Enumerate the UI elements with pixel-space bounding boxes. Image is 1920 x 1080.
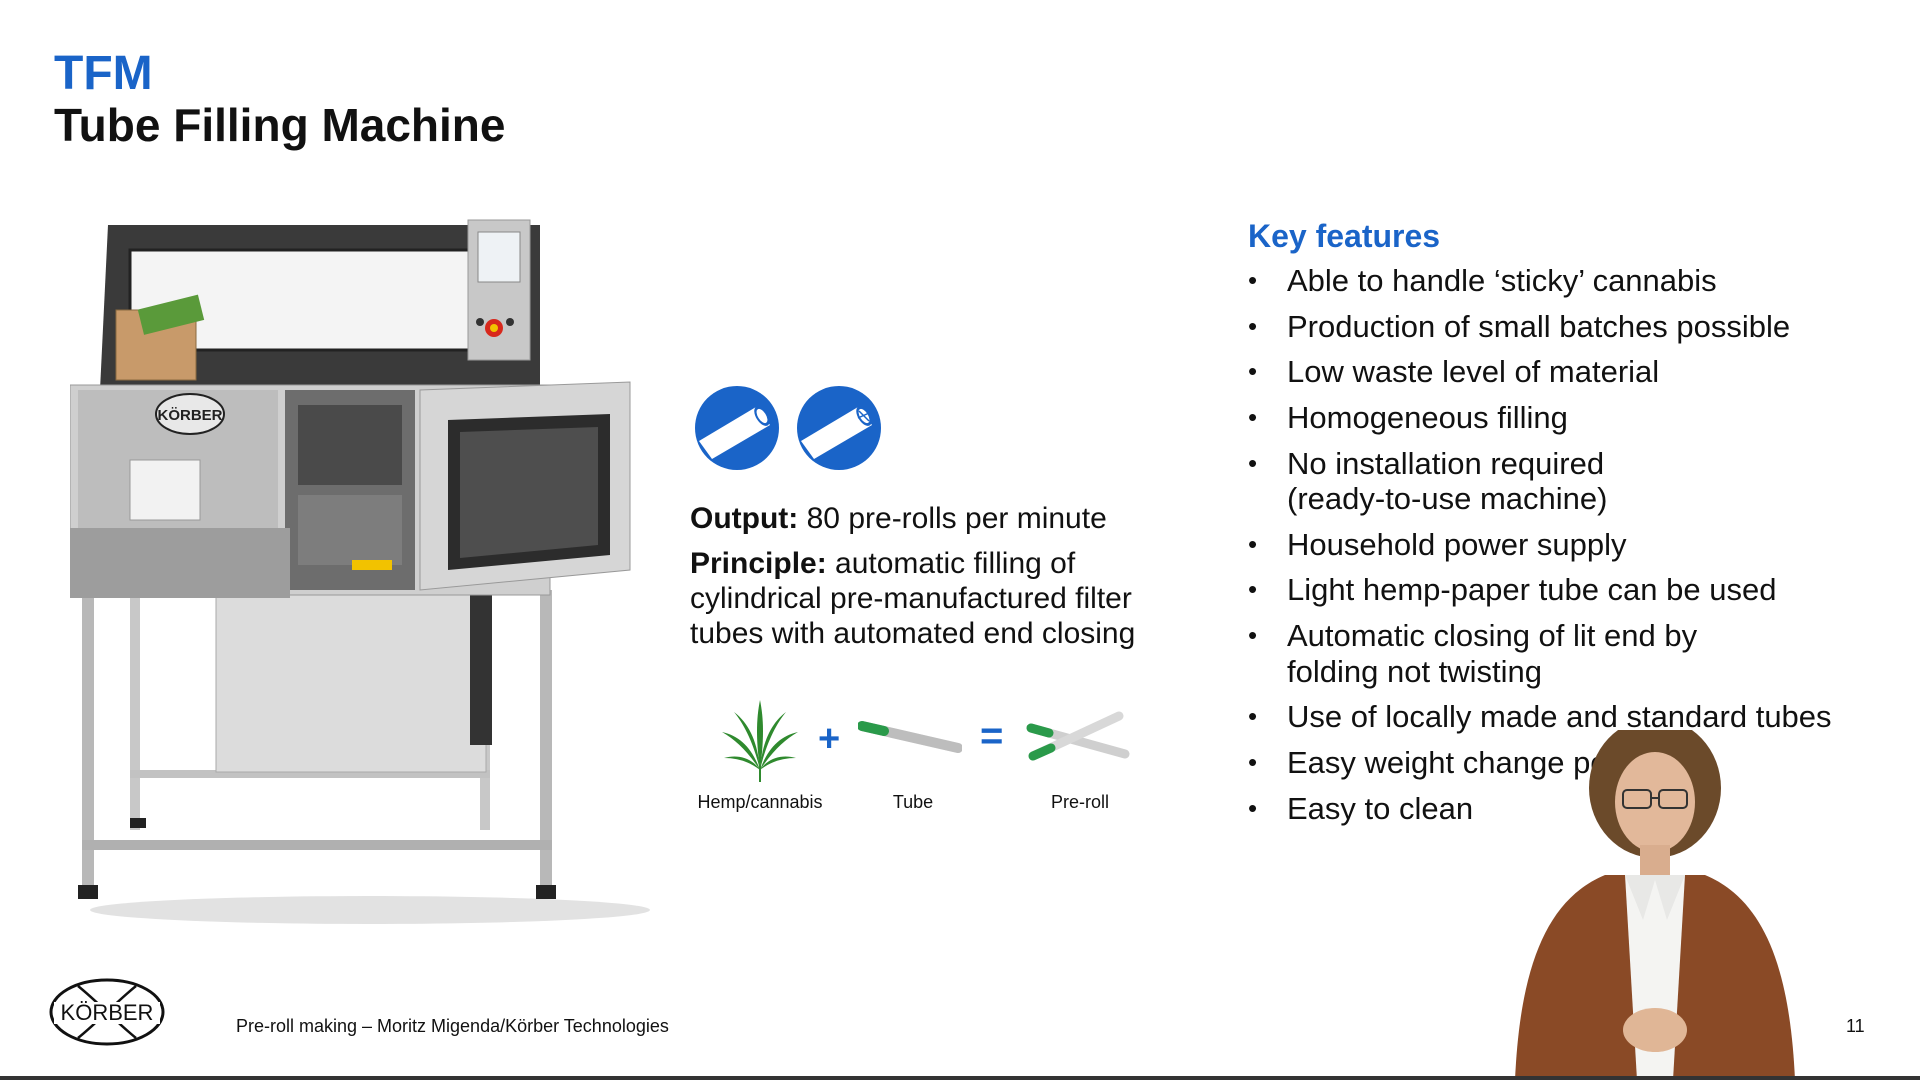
tube-icon	[858, 721, 962, 753]
formula-label-tube: Tube	[892, 792, 934, 812]
filter-tube-icon	[797, 386, 881, 470]
machine-summary: Output: 80 pre-rolls per minute Principl…	[690, 385, 1210, 651]
feature-item: Automatic closing of lit end by folding …	[1248, 618, 1747, 689]
feature-item: Use of locally made and standard tubes	[1248, 699, 1888, 735]
feature-item: Light hemp-paper tube can be used	[1248, 572, 1888, 608]
cannabis-leaf-icon	[722, 700, 798, 782]
feature-item: Production of small batches possible	[1248, 309, 1888, 345]
formula-label-hemp: Hemp/cannabis	[697, 792, 823, 812]
formula-label-preroll: Pre-roll	[1050, 792, 1109, 812]
feature-item: Household power supply	[1248, 527, 1888, 563]
korber-logo: KÖRBER	[49, 978, 165, 1046]
feature-item: No installation required (ready-to-use m…	[1248, 446, 1667, 517]
preroll-formula: + = Hemp/cannabis Tube Pre-roll	[690, 700, 1160, 820]
tube-type-icons	[694, 385, 1210, 471]
principle-line: Principle: automatic filling of cylindri…	[690, 546, 1210, 651]
presenter-video	[1515, 730, 1795, 1080]
slide-title: Tube Filling Machine	[54, 99, 506, 151]
feature-item: Easy to clean	[1248, 791, 1888, 827]
feature-item: Homogeneous filling	[1248, 400, 1888, 436]
features-list: Able to handle ‘sticky’ cannabis Product…	[1248, 263, 1888, 826]
feature-item: Able to handle ‘sticky’ cannabis	[1248, 263, 1888, 299]
equals-sign: =	[980, 714, 1004, 758]
principle-label: Principle:	[690, 547, 827, 581]
korber-logo-text: KÖRBER	[61, 1000, 154, 1025]
output-label: Output:	[690, 502, 799, 535]
machine-image: KÖRBER	[70, 219, 650, 924]
key-features: Key features Able to handle ‘sticky’ can…	[1248, 218, 1888, 836]
feature-item: Low waste level of material	[1248, 354, 1888, 390]
bottom-bar	[0, 1076, 1920, 1080]
machine-logo-text: KÖRBER	[157, 407, 222, 424]
principle-value: automatic filling of cylindrical pre-man…	[690, 547, 1136, 651]
output-line: Output: 80 pre-rolls per minute	[690, 501, 1210, 536]
footer-text: Pre-roll making – Moritz Migenda/Körber …	[236, 1016, 669, 1036]
page-number: 11	[1846, 1016, 1865, 1036]
open-tube-icon	[695, 386, 779, 470]
plus-sign: +	[818, 718, 841, 760]
features-heading: Key features	[1248, 218, 1441, 254]
output-value: 80 pre-rolls per minute	[806, 502, 1107, 535]
pre-roll-icon	[1026, 711, 1130, 761]
slide-acronym: TFM	[54, 47, 153, 100]
